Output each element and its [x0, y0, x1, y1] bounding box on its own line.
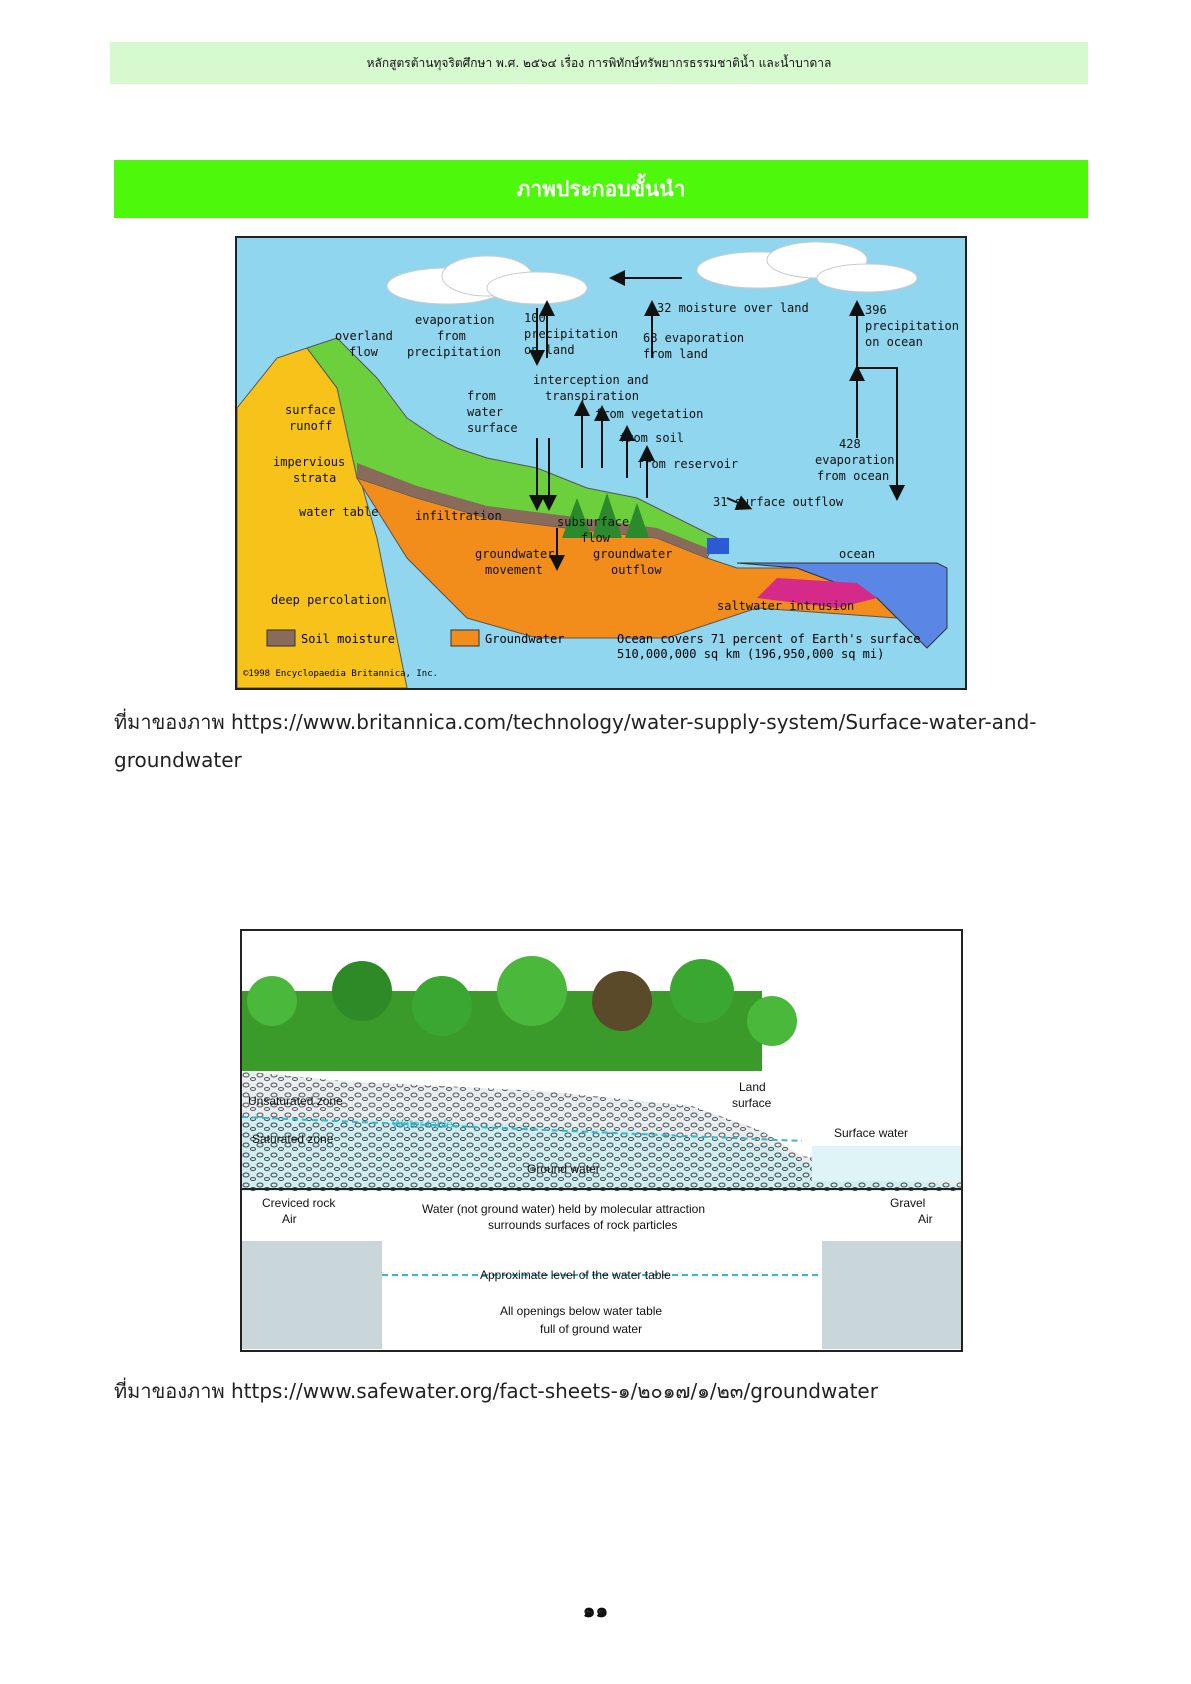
water-surface-1: from: [467, 389, 496, 403]
air-right-label: Air: [918, 1212, 933, 1226]
from-reservoir: from reservoir: [637, 457, 738, 471]
copyright: ©1998 Encyclopaedia Britannica, Inc.: [243, 669, 438, 679]
water-surface-3: surface: [467, 421, 518, 435]
land-surface-1: Land: [739, 1080, 766, 1094]
openings-line-2: full of ground water: [540, 1322, 642, 1336]
impervious-2: strata: [293, 471, 336, 485]
interception-1: interception and: [533, 373, 649, 387]
land-surface-2: surface: [732, 1096, 772, 1110]
legend-soil: Soil moisture: [301, 632, 395, 646]
surface-runoff-2: runoff: [289, 419, 332, 433]
saturated-zone-label: Saturated zone: [252, 1132, 334, 1146]
evap-ocean-3: from ocean: [817, 469, 889, 483]
gw-outflow-1: groundwater: [593, 547, 672, 561]
openings-line-1: All openings below water table: [500, 1304, 662, 1318]
cloud-right: [696, 241, 918, 293]
precip-land-1: 100: [524, 311, 546, 325]
legend-groundwater: Groundwater: [485, 632, 564, 646]
saltwater-wedge: [757, 578, 877, 608]
infiltration-label: infiltration: [415, 509, 502, 523]
surface-outflow: 31 surface outflow: [713, 495, 844, 509]
water-cycle-figure: overland flow evaporation from precipita…: [235, 236, 967, 690]
reservoir: [707, 538, 729, 554]
water-surface-2: water: [467, 405, 503, 419]
ground-water-label: Ground water: [527, 1162, 600, 1176]
gravel-label: Gravel: [890, 1196, 925, 1210]
trees: [562, 493, 649, 538]
evap-land-2: from land: [643, 347, 708, 361]
water-table-label: water table: [299, 505, 378, 519]
surface-runoff-1: surface: [285, 403, 336, 417]
precip-ocean-1: 396: [865, 303, 887, 317]
saltwater-intrusion: saltwater intrusion: [717, 599, 854, 613]
forest: [242, 956, 797, 1071]
caption-1: ที่มาของภาพ https://www.britannica.com/t…: [114, 710, 1037, 772]
groundwater-diagram: Unsaturated zone Water table Saturated z…: [242, 956, 961, 1349]
unsaturated-zone-label: Unsaturated zone: [248, 1094, 343, 1108]
legend-groundwater-swatch: [450, 629, 480, 647]
precip-land-2: precipitation: [524, 327, 618, 341]
evap-ocean-1: 428: [839, 437, 861, 451]
gw-movement-2: movement: [485, 563, 543, 577]
precip-land-3: on land: [524, 343, 575, 357]
gw-movement-1: groundwater: [475, 547, 554, 561]
molecular-line-1: Water (not ground water) held by molecul…: [422, 1202, 705, 1216]
gw-outflow-2: outflow: [611, 563, 662, 577]
caption-2: ที่มาของภาพ https://www.safewater.org/fa…: [114, 1379, 878, 1403]
impervious-1: impervious: [273, 455, 345, 469]
header-band: หลักสูตรต้านทุจริตศึกษา พ.ศ. ๒๕๖๔ เรื่อง…: [110, 42, 1088, 84]
overland-label-2: flow: [349, 345, 379, 359]
legend-soil-swatch: [266, 629, 296, 647]
saturated-zone: [242, 1116, 961, 1191]
air-left-label: Air: [282, 1212, 297, 1226]
subsurface-2: flow: [581, 531, 611, 545]
overland-label-1: overland: [335, 329, 393, 343]
molecular-line-2: surrounds surfaces of rock particles: [488, 1218, 677, 1232]
ocean-covers: Ocean covers 71 percent of Earth's surfa…: [617, 632, 920, 646]
groundwater-figure: Unsaturated zone Water table Saturated z…: [240, 929, 963, 1352]
header-text: หลักสูตรต้านทุจริตศึกษา พ.ศ. ๒๕๖๔ เรื่อง…: [366, 55, 832, 70]
evap-precip-2: from: [437, 329, 466, 343]
water-table-label-2: Water table: [392, 1117, 453, 1131]
evap-precip-1: evaporation: [415, 313, 494, 327]
surface-water-label: Surface water: [834, 1126, 908, 1140]
evap-precip-3: precipitation: [407, 345, 501, 359]
subsurface-1: subsurface: [557, 515, 629, 529]
interception-2: transpiration: [545, 389, 639, 403]
precip-ocean-3: on ocean: [865, 335, 923, 349]
section-title: ภาพประกอบขั้นนำ: [516, 176, 686, 201]
from-soil: from soil: [619, 431, 684, 445]
deep-percolation: deep percolation: [271, 593, 387, 607]
page-number: ๑๑: [582, 1598, 609, 1622]
creviced-rock-panel: [242, 1241, 382, 1349]
ocean-label: ocean: [839, 547, 875, 561]
evap-ocean-2: evaporation: [815, 453, 894, 467]
cloud-left: [386, 255, 588, 305]
gravel-panel: [822, 1241, 961, 1349]
section-title-band: ภาพประกอบขั้นนำ: [114, 160, 1088, 218]
evap-land-1: 68 evaporation: [643, 331, 744, 345]
from-vegetation: from vegetation: [595, 407, 703, 421]
ocean-area: 510,000,000 sq km (196,950,000 sq mi): [617, 647, 884, 661]
ocean-body: [736, 562, 948, 649]
moisture-over-land: 32 moisture over land: [657, 301, 809, 315]
surface-water-body: [812, 1146, 961, 1181]
precip-ocean-2: precipitation: [865, 319, 959, 333]
approx-level-label: Approximate level of the water table: [480, 1268, 671, 1282]
creviced-rock-label: Creviced rock: [262, 1196, 336, 1210]
water-cycle-diagram: overland flow evaporation from precipita…: [237, 241, 959, 688]
